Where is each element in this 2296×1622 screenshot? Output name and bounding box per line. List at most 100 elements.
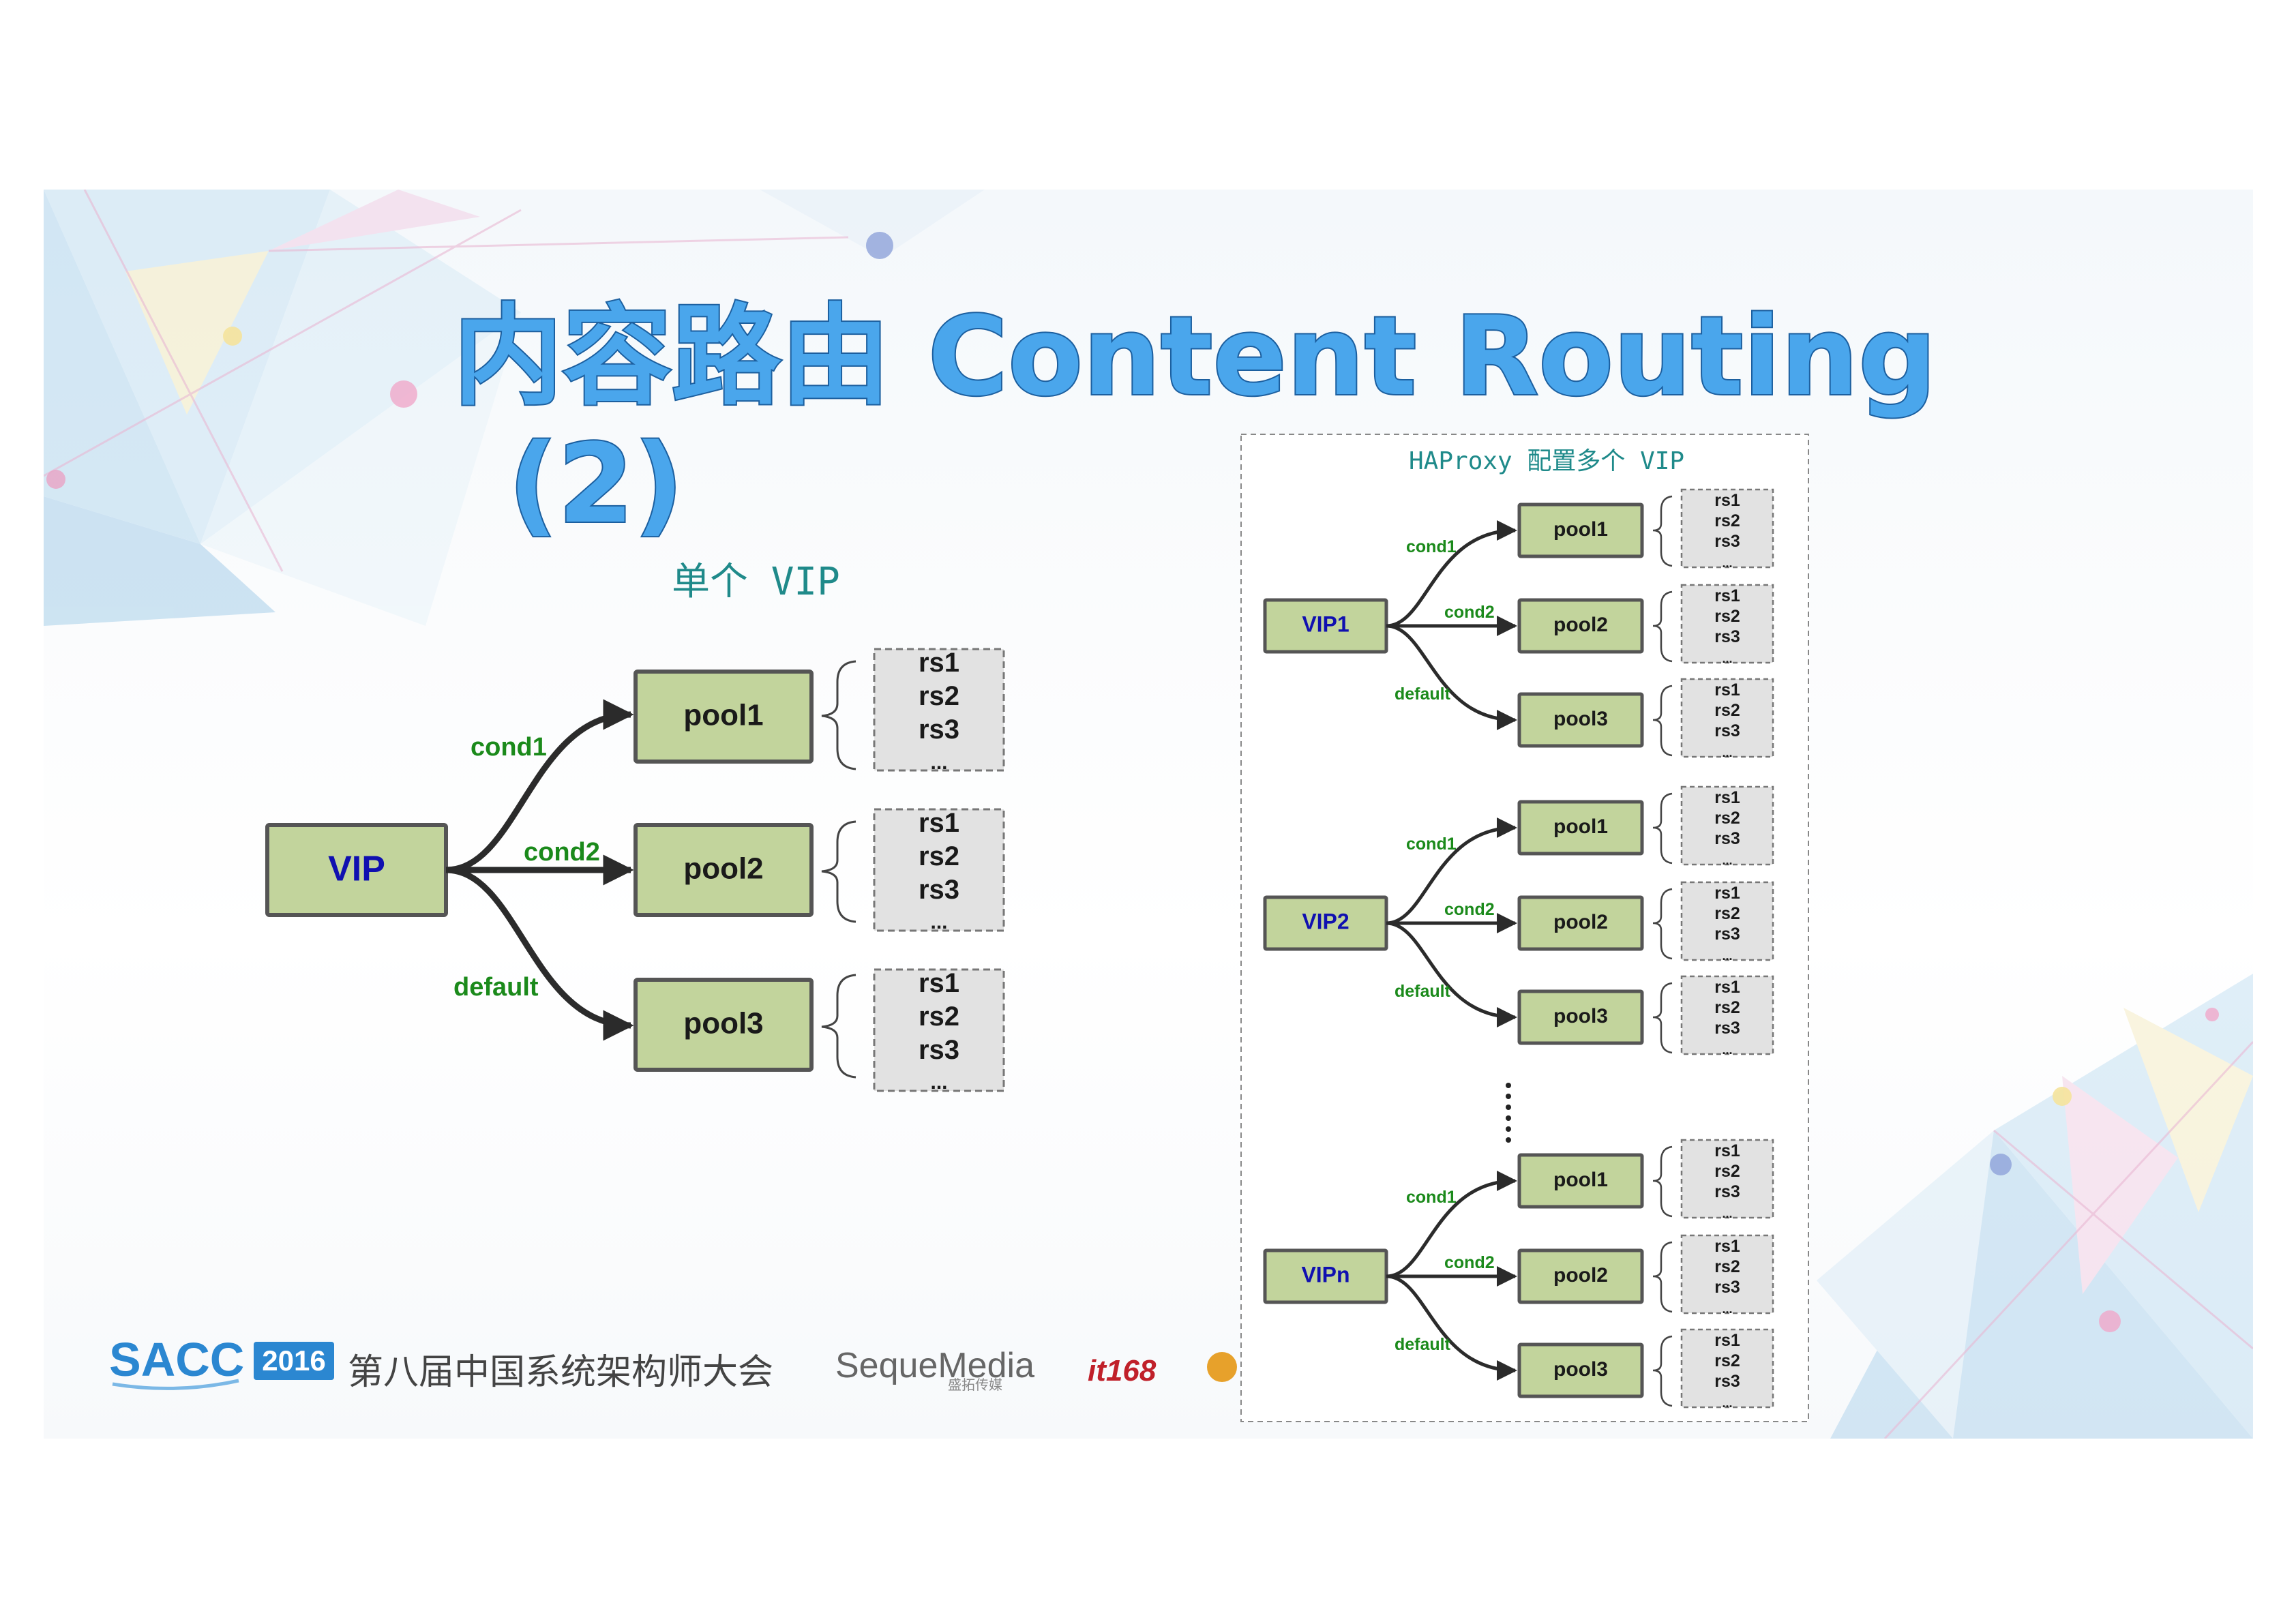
rs3-label: rs3	[1714, 829, 1740, 848]
cond-label: default	[1395, 1335, 1451, 1354]
edge-default	[1386, 1274, 1517, 1381]
vip-label: VIPn	[1301, 1262, 1350, 1287]
brace-pool2	[821, 820, 856, 923]
footer-swoosh-icon	[112, 1379, 239, 1390]
vip-label: VIP	[328, 850, 385, 889]
brace	[1652, 1145, 1673, 1218]
rs3-label: rs3	[1714, 1278, 1740, 1297]
vip-group: VIPncond1pool1rs1rs2rs3...cond2pool2rs1r…	[1263, 1139, 1774, 1410]
rs-box: rs1rs2rs3...	[1680, 975, 1774, 1057]
footer-sponsor-sub: 盛拓传媒	[948, 1377, 1002, 1393]
footer-it168-logo: it168	[1088, 1354, 1157, 1387]
edge-default	[445, 867, 634, 1041]
vip-group: VIP2cond1pool1rs1rs2rs3...cond2pool2rs1r…	[1263, 785, 1774, 1057]
rs-box: rs1rs2rs3...	[1680, 1328, 1774, 1410]
cond-label: cond1	[1406, 835, 1457, 854]
cond1-label: cond1	[471, 733, 547, 762]
brace-pool3	[821, 974, 856, 1079]
rs-box: rs1rs2rs3...	[1680, 584, 1774, 665]
pool-label: pool2	[1553, 614, 1608, 636]
single-vip-diagram: 单个 VIP VIP cond1 cond2 default pool1 poo…	[265, 560, 1005, 1094]
footer-year-badge	[254, 1342, 334, 1380]
vip-label: VIP2	[1302, 909, 1349, 933]
rs1-label: rs1	[919, 968, 959, 998]
rs3-label: rs3	[1714, 1019, 1740, 1038]
rs-box: rs1 rs2rs3...	[1680, 785, 1774, 867]
brace	[1652, 495, 1673, 567]
rs2-label: rs2	[919, 841, 959, 871]
edge-cond1	[1386, 1171, 1517, 1278]
rs2-label: rs2	[1714, 1162, 1740, 1181]
rs1-label: rs1	[1714, 491, 1740, 510]
rs1-label: rs1	[1714, 884, 1740, 903]
background-pattern	[44, 190, 2253, 1439]
cond-label: default	[1395, 982, 1451, 1001]
pool-node	[1517, 800, 1644, 856]
pool3-label: pool3	[683, 1007, 763, 1040]
rs2-label: rs2	[1714, 511, 1740, 530]
pool-node	[1517, 692, 1644, 748]
rs1-label: rs1	[1714, 680, 1740, 700]
pool-node	[1517, 502, 1644, 558]
rs1-label: rs1	[1714, 1331, 1740, 1350]
rs-more-label: ...	[930, 751, 947, 774]
rs-more-label: ...	[1722, 1396, 1732, 1410]
rs2-label: rs2	[1714, 809, 1740, 828]
rs3-label: rs3	[1714, 1372, 1740, 1391]
brace	[1652, 590, 1673, 663]
rs2-label: rs2	[1714, 701, 1740, 720]
cond-label: cond1	[1406, 1188, 1457, 1207]
rs1-label: rs1	[1714, 788, 1740, 807]
footer-sponsor: SequeMedia	[835, 1346, 1034, 1385]
rs-more-label: ...	[1722, 1043, 1732, 1057]
rs-more-label: ...	[1722, 949, 1732, 963]
rs2-label: rs2	[1714, 904, 1740, 923]
edge-default	[1386, 921, 1517, 1027]
edge-cond1	[1386, 520, 1517, 628]
multi-vip-panel: HAProxy 配置多个 VIP VIP1cond1pool1rs1rs2rs3…	[1240, 434, 1809, 1422]
rs3-label: rs3	[919, 875, 959, 905]
rs1-label: rs1	[1714, 1237, 1740, 1256]
rs-more-label: ...	[930, 1071, 947, 1094]
cond-label: cond2	[1444, 1253, 1495, 1272]
cond-label: cond2	[1444, 603, 1495, 622]
brace	[1652, 982, 1673, 1054]
rs1-label: rs1	[1714, 586, 1740, 605]
brace-pool1	[821, 660, 856, 770]
brace	[1652, 685, 1673, 757]
rs-more-label: ...	[1722, 1302, 1732, 1316]
brace	[1652, 1335, 1673, 1407]
rs-more-label: ...	[1722, 746, 1732, 760]
rs3-label: rs3	[1714, 532, 1740, 551]
pool-node	[1517, 1248, 1644, 1304]
footer-year: 2016	[262, 1345, 325, 1377]
rs1-label: rs1	[919, 648, 959, 678]
pool-node	[1517, 1153, 1644, 1209]
rs-box: rs1rs2rs3...	[1680, 1139, 1774, 1220]
pool-label: pool3	[1553, 1358, 1608, 1381]
page-title-part2: (2)	[508, 420, 684, 547]
footer-conference: 第八届中国系统架构师大会	[348, 1352, 773, 1393]
pool-label: pool2	[1553, 1264, 1608, 1287]
rs3-label: rs3	[919, 1035, 959, 1065]
slide	[44, 190, 2253, 1439]
rs-box: rs1rs2rs3...	[1680, 1234, 1774, 1316]
footer-partner-icon	[1207, 1352, 1237, 1382]
rs-box: rs1rs2rs3...	[1680, 881, 1774, 963]
pool3-node	[633, 978, 814, 1072]
cond-label: default	[1395, 685, 1451, 704]
pool-node	[1517, 989, 1644, 1045]
rs-more-label: ...	[1722, 854, 1732, 867]
edge-default	[1386, 624, 1517, 730]
rs-more-label: ...	[1722, 556, 1732, 570]
pool-label: pool1	[1553, 518, 1608, 541]
rs3-label: rs3	[1714, 1182, 1740, 1201]
rs-box-pool1: rs1 rs2 rs3 ...	[873, 648, 1005, 774]
rs-box-pool2: rs1 rs2 rs3 ...	[873, 808, 1005, 933]
pool1-label: pool1	[683, 699, 763, 732]
brace	[1652, 792, 1673, 865]
vip-label: VIP1	[1302, 612, 1349, 636]
rs1-label: rs1	[919, 808, 959, 838]
footer: SACC 2016 第八届中国系统架构师大会 SequeMedia 盛拓传媒 i…	[109, 1333, 1237, 1393]
